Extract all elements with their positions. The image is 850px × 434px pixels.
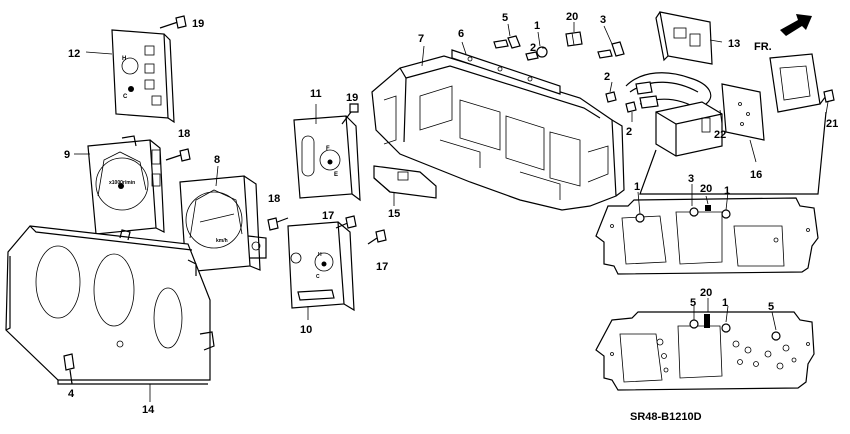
callout-9: 9 <box>64 149 70 161</box>
plate-22 <box>721 83 765 141</box>
speedometer-8: km/h <box>179 175 267 273</box>
harness-13 <box>625 11 713 111</box>
callout-20-lower: 20 <box>700 287 712 299</box>
bulb-socket-5 <box>493 35 521 49</box>
callout-1-upper-board-a: 1 <box>634 181 640 193</box>
screw-18-left <box>165 148 191 162</box>
callout-2-top: 2 <box>530 42 536 54</box>
dial-mark-temp-cold-2: C <box>316 274 320 280</box>
callout-10: 10 <box>300 324 312 336</box>
circuit-case-7 <box>371 55 625 211</box>
screw-19-mid <box>341 103 359 125</box>
callout-18-center: 18 <box>268 193 280 205</box>
callout-6: 6 <box>458 28 464 40</box>
callout-14: 14 <box>142 404 155 416</box>
callout-16: 16 <box>750 169 762 181</box>
unit-16 <box>655 101 723 157</box>
callout-21: 21 <box>826 118 838 130</box>
clip-20-top <box>565 31 583 47</box>
callout-18-left: 18 <box>178 128 190 140</box>
front-arrow: FR. <box>754 14 812 53</box>
callout-1-lower: 1 <box>722 297 728 309</box>
dial-mark-temp-hot-2: H <box>318 252 322 258</box>
circuit-board-lower <box>595 311 815 391</box>
strip-6 <box>451 49 561 95</box>
screw-17-a <box>335 215 357 229</box>
bracket-21 <box>769 53 835 113</box>
gauge-10: H C <box>287 221 355 312</box>
group-bracket-16 <box>639 111 827 195</box>
callout-11: 11 <box>310 88 322 100</box>
callout-20-top: 20 <box>566 11 578 23</box>
dial-mark-tach-scale: x1000r/min <box>109 180 135 186</box>
callout-1-top: 1 <box>534 20 540 32</box>
screw-19-top <box>159 15 187 29</box>
bulb-2-b <box>625 101 637 113</box>
front-label: FR. <box>754 41 772 53</box>
callout-3-upper-board: 3 <box>688 173 694 185</box>
dial-mark-temp-cold: C <box>123 94 128 100</box>
tachometer-9: x1000r/min <box>87 135 165 235</box>
callout-1-upper-board-b: 1 <box>724 185 730 197</box>
callout-5-lower-b: 5 <box>768 301 774 313</box>
bulb-socket-3-top <box>597 41 625 59</box>
dial-mark-speedo-unit: km/h <box>216 238 228 244</box>
connector-15 <box>373 165 437 199</box>
callout-17-b: 17 <box>376 261 388 273</box>
callout-7: 7 <box>418 33 424 45</box>
callout-12: 12 <box>68 48 80 60</box>
gauge-11: F E <box>293 115 361 202</box>
callout-20-upper-board: 20 <box>700 183 712 195</box>
screw-17-b <box>367 229 387 245</box>
callout-13: 13 <box>728 38 740 50</box>
dial-mark-temp-hot: H <box>122 56 126 62</box>
gauge-12: H C <box>111 29 175 124</box>
callout-2-low: 2 <box>626 126 632 138</box>
diagram-code: SR48-B1210D <box>630 411 702 423</box>
callout-15: 15 <box>388 208 400 220</box>
callout-2-mid: 2 <box>604 71 610 83</box>
callout-3-top: 3 <box>600 14 606 26</box>
callout-8: 8 <box>214 154 220 166</box>
meter-cover-14 <box>5 225 215 385</box>
dial-mark-fuel-full: F <box>326 146 330 152</box>
callout-22: 22 <box>714 129 726 141</box>
screw-18-center <box>267 217 289 231</box>
bulb-socket-1-top <box>525 46 548 61</box>
callout-5-top: 5 <box>502 12 508 24</box>
bulb-4 <box>63 353 75 385</box>
callout-19-mid: 19 <box>346 92 358 104</box>
callouts: 12 19 18 9 8 11 19 18 17 17 10 14 4 15 7… <box>64 11 838 423</box>
circuit-board-upper <box>595 197 819 275</box>
dial-mark-fuel-empty: E <box>334 172 338 178</box>
leader-lines <box>71 22 829 402</box>
callout-17-a: 17 <box>322 210 334 222</box>
callout-5-lower-a: 5 <box>690 297 696 309</box>
callout-4: 4 <box>68 388 75 400</box>
callout-19-top: 19 <box>192 18 204 30</box>
bulb-2-a <box>605 91 617 103</box>
